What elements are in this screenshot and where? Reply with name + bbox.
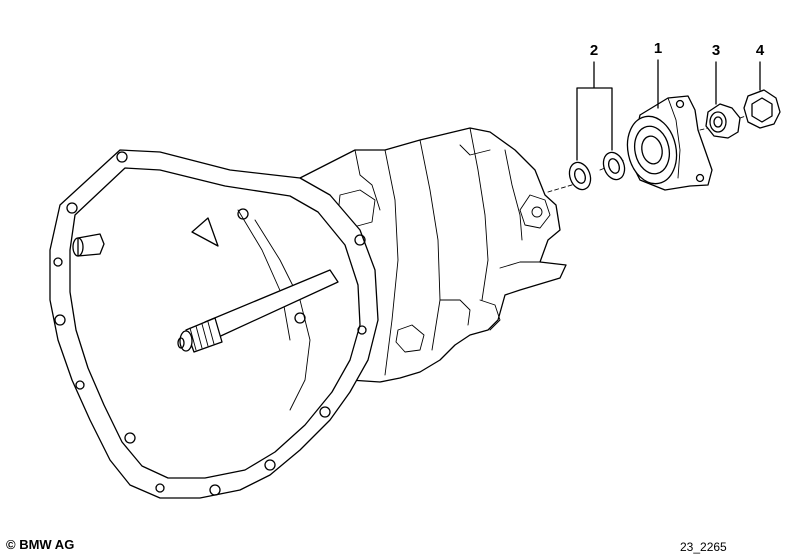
diagram-number: 23_2265 [680,540,727,554]
collar-nut [705,103,741,139]
transmission-housing [49,127,567,499]
callout-3: 3 [711,42,721,59]
callout-2: 2 [589,42,599,59]
output-flange [626,95,713,191]
callout-1: 1 [653,40,663,57]
copyright-label: © BMW AG [6,537,75,552]
lock-plate [743,89,781,129]
leader-line-2 [576,61,613,161]
assembly-axis [547,113,753,193]
shim-washers [568,151,626,191]
callout-4: 4 [755,42,765,59]
